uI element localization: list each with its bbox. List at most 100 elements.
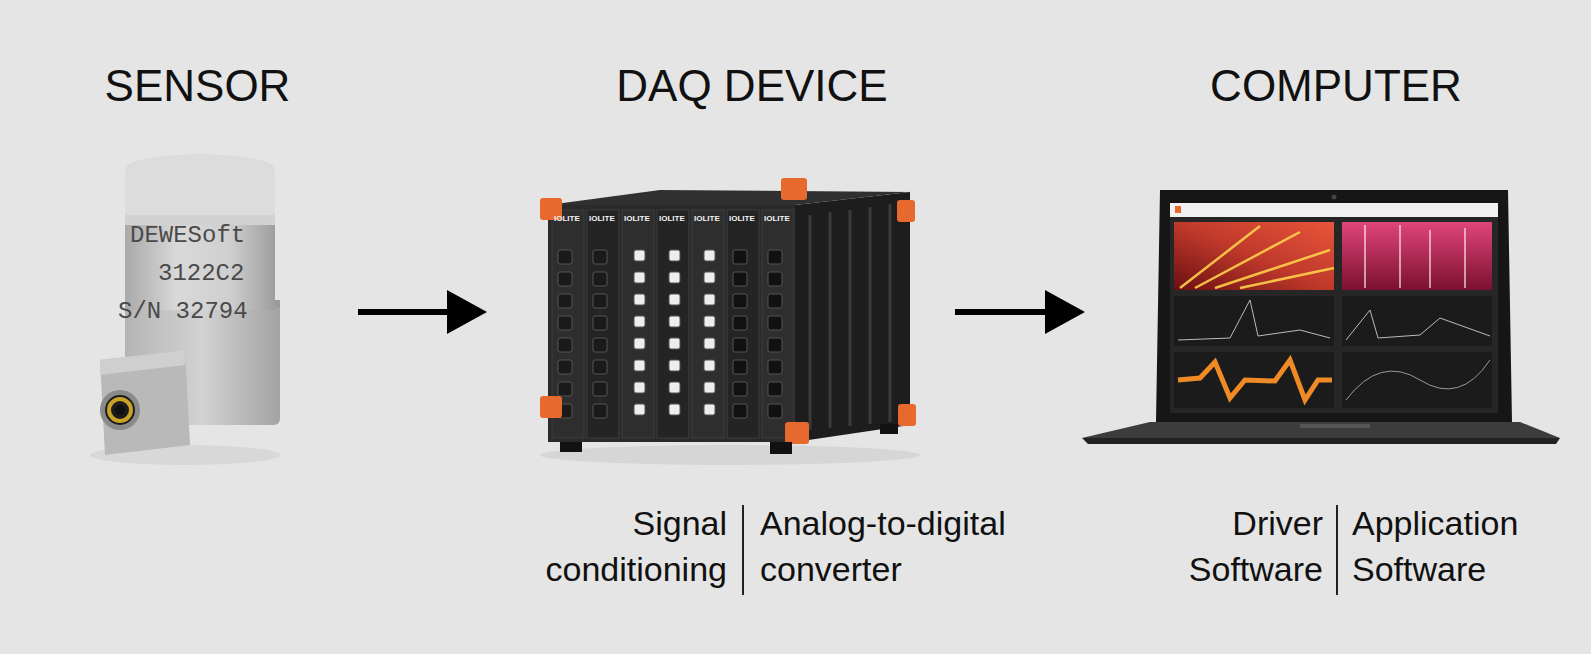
connector-socket — [768, 404, 782, 418]
connector-socket — [704, 316, 715, 327]
connector-socket — [634, 272, 645, 283]
connector-socket — [593, 382, 607, 396]
daq-illustration-part — [552, 210, 794, 438]
connector-socket — [634, 382, 645, 393]
connector-socket — [733, 250, 747, 264]
laptop-illustration-part — [1180, 226, 1334, 288]
daq-illustration-part — [795, 192, 910, 442]
arrow-shaft — [955, 309, 1055, 315]
laptop-illustration-part — [1342, 352, 1492, 408]
connector-socket — [669, 294, 680, 305]
module-face — [587, 210, 619, 438]
connector-socket — [634, 294, 645, 305]
daq-illustration-part — [770, 442, 792, 454]
sensor-illustration-part — [100, 350, 185, 375]
module-label: IOLITE — [729, 214, 755, 223]
connector-socket — [593, 338, 607, 352]
laptop-illustration-part — [1170, 203, 1498, 413]
daq-illustration-part-part — [889, 204, 892, 422]
laptop-illustration-part — [1346, 360, 1490, 400]
connector-socket — [733, 404, 747, 418]
connector-socket — [704, 338, 715, 349]
connector-socket — [593, 294, 607, 308]
connector-socket — [768, 360, 782, 374]
connector-socket — [704, 250, 715, 261]
connector-socket — [558, 294, 572, 308]
connector-socket — [768, 272, 782, 286]
connector-socket — [634, 360, 645, 371]
connector-socket — [593, 316, 607, 330]
daq-illustration-part — [540, 445, 920, 465]
laptop-illustration-part-part — [1364, 225, 1366, 288]
laptop-illustration-part — [1082, 422, 1560, 438]
daq-illustration-part — [880, 424, 898, 434]
sensor-illustration-part — [100, 390, 140, 430]
column-heading: COMPUTER — [1186, 62, 1486, 110]
flow-arrow — [358, 290, 487, 334]
connector-socket — [704, 294, 715, 305]
connector-socket — [558, 338, 572, 352]
connector-socket — [593, 404, 607, 418]
daq-illustration-part-part — [829, 212, 832, 428]
function-caption: Signal conditioning — [505, 500, 727, 592]
function-caption: Analog-to-digital converter — [760, 500, 1040, 592]
laptop-illustration-part — [1300, 424, 1370, 428]
connector-socket — [593, 250, 607, 264]
laptop-illustration-part-part — [1429, 230, 1431, 288]
module-face — [622, 210, 654, 438]
module-label: IOLITE — [589, 214, 615, 223]
sensor-illustration-part — [125, 154, 275, 225]
connector-socket — [634, 316, 645, 327]
laptop-illustration-part — [1174, 222, 1334, 290]
arrow-shaft — [358, 309, 457, 315]
laptop-illustration-part — [1365, 225, 1465, 288]
connector-socket — [669, 338, 680, 349]
laptop-illustration — [1082, 190, 1560, 444]
connector-socket — [669, 272, 680, 283]
connector-socket — [704, 382, 715, 393]
module-face — [727, 210, 759, 438]
connector-socket — [704, 360, 715, 371]
connector-socket — [733, 316, 747, 330]
module-label: IOLITE — [659, 214, 685, 223]
function-caption: Application Software — [1352, 500, 1562, 592]
daq-illustration-part — [897, 200, 915, 222]
daq-illustration-part — [548, 190, 910, 205]
connector-socket — [558, 250, 572, 264]
connector-socket — [634, 404, 645, 415]
column-heading: SENSOR — [90, 62, 305, 110]
arrow-head — [1045, 290, 1085, 334]
connector-socket — [768, 250, 782, 264]
sensor-illustration-part — [105, 395, 135, 425]
laptop-illustration-part-part — [1399, 225, 1401, 288]
connector-socket — [704, 272, 715, 283]
connector-socket — [733, 382, 747, 396]
connector-socket — [634, 250, 645, 261]
laptop-illustration-part — [1174, 296, 1334, 346]
laptop-illustration-part — [1178, 360, 1332, 400]
function-caption: Driver Software — [1123, 500, 1323, 592]
daq-illustration-part — [781, 178, 807, 200]
daq-illustration-part — [560, 442, 582, 452]
daq-illustration-part — [810, 204, 890, 430]
laptop-illustration-part — [1342, 222, 1492, 290]
connector-socket — [733, 360, 747, 374]
sensor-illustration-part — [109, 399, 131, 421]
daq-illustration-part-part — [809, 215, 812, 430]
laptop-illustration-part-part — [1180, 226, 1260, 288]
connector-socket — [669, 382, 680, 393]
caption-divider — [742, 505, 744, 595]
stage-column: DAQ DEVICESignal conditioningAnalog-to-d… — [505, 60, 1045, 600]
connector-socket — [558, 316, 572, 330]
module-face — [657, 210, 689, 438]
daq-illustration-part — [898, 404, 916, 426]
laptop-illustration-part — [1082, 438, 1560, 444]
connector-socket — [669, 360, 680, 371]
connector-socket — [593, 360, 607, 374]
connector-socket — [704, 404, 715, 415]
laptop-illustration-part-part — [1464, 228, 1466, 288]
stage-column: COMPUTER Driver Software Application Softw… — [1075, 60, 1575, 600]
laptop-illustration-part-part — [1240, 268, 1334, 288]
connector-socket — [733, 338, 747, 352]
